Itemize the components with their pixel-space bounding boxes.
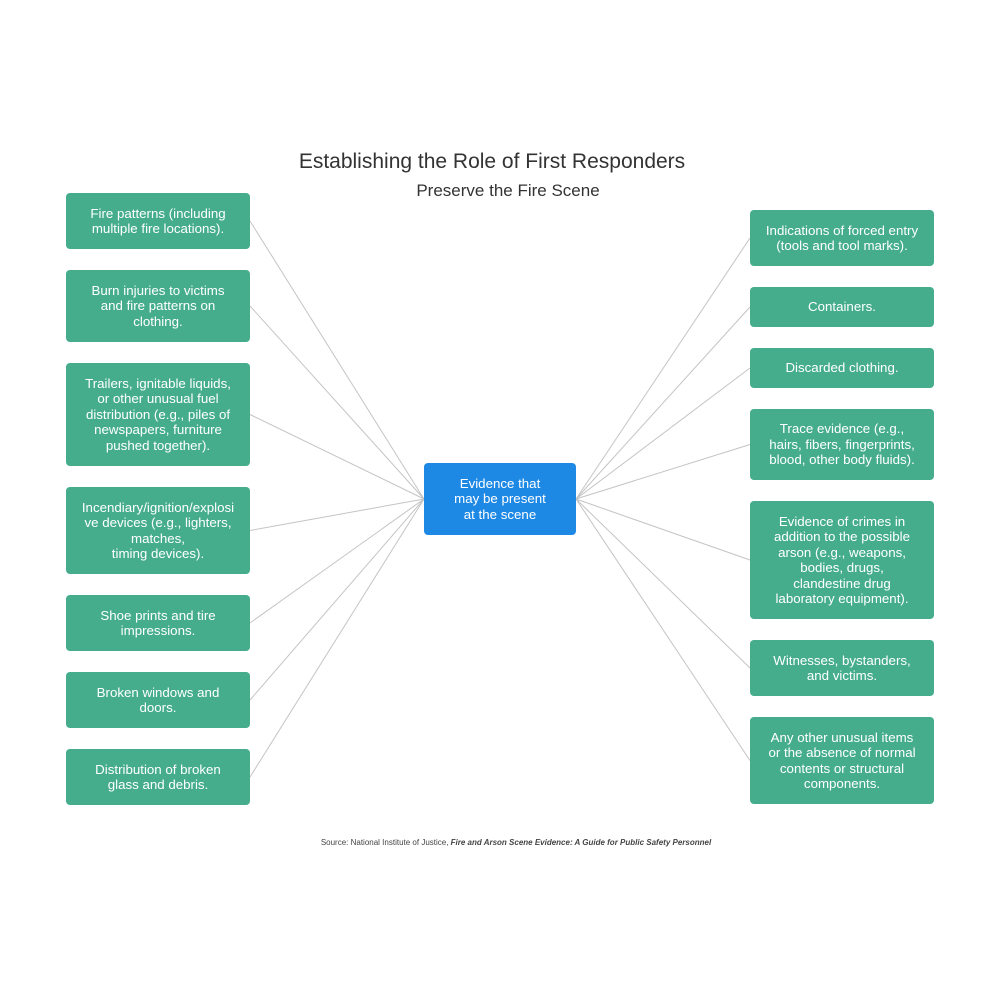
- source-reference: Fire and Arson Scene Evidence: A Guide f…: [450, 838, 712, 847]
- left-node-burn-injuries: Burn injuries to victims and fire patter…: [66, 270, 250, 342]
- source-citation: Source: National Institute of Justice, F…: [0, 838, 1000, 847]
- left-node-shoe-prints: Shoe prints and tire impressions.: [66, 595, 250, 651]
- connector-line: [575, 498, 751, 761]
- page-title: Establishing the Role of First Responder…: [298, 150, 686, 173]
- connector-line: [249, 498, 425, 701]
- left-node-fire-patterns: Fire patterns (including multiple fire l…: [66, 193, 250, 249]
- right-node-other-crimes: Evidence of crimes in addition to the po…: [750, 501, 934, 619]
- right-node-discarded-clothing: Discarded clothing.: [750, 348, 934, 388]
- connector-line: [249, 498, 425, 531]
- left-node-broken-windows: Broken windows and doors.: [66, 672, 250, 728]
- connector-line: [249, 498, 425, 624]
- left-node-incendiary-devices: Incendiary/ignition/explosi ve devices (…: [66, 487, 250, 574]
- right-node-containers: Containers.: [750, 287, 934, 327]
- connector-line: [575, 444, 751, 500]
- connector-line: [249, 220, 425, 500]
- connector-line: [249, 305, 425, 500]
- connector-line: [575, 498, 751, 561]
- connector-line: [575, 306, 751, 500]
- right-node-forced-entry: Indications of forced entry (tools and t…: [750, 210, 934, 266]
- right-node-trace-evidence: Trace evidence (e.g., hairs, fibers, fin…: [750, 409, 934, 480]
- source-prefix: Source: National Institute of Justice,: [320, 838, 451, 847]
- connector-line: [249, 498, 425, 778]
- left-node-trailers: Trailers, ignitable liquids, or other un…: [66, 363, 250, 466]
- right-node-witnesses: Witnesses, bystanders, and victims.: [750, 640, 934, 696]
- left-node-broken-glass: Distribution of broken glass and debris.: [66, 749, 250, 805]
- right-node-unusual-items: Any other unusual items or the absence o…: [750, 717, 934, 804]
- connector-line: [575, 367, 751, 500]
- central-node: Evidence that may be present at the scen…: [424, 463, 576, 535]
- connector-line: [249, 414, 425, 500]
- connector-line: [575, 237, 751, 500]
- connector-line: [575, 498, 751, 669]
- page-subtitle: Preserve the Fire Scene: [416, 181, 600, 200]
